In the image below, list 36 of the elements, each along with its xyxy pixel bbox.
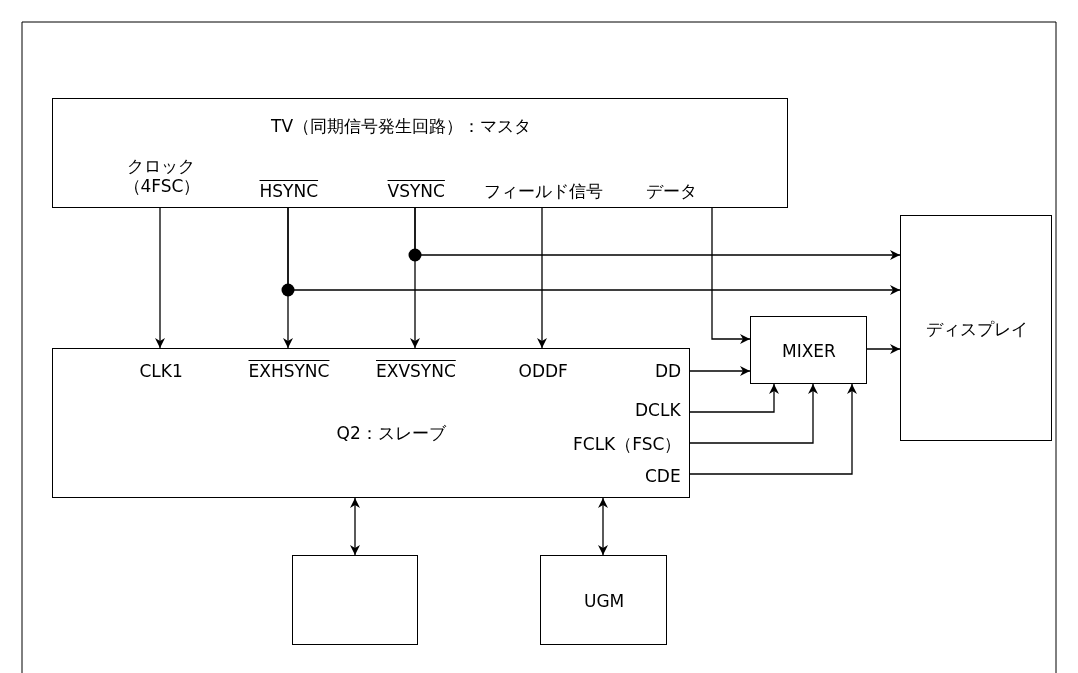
arrow bbox=[537, 207, 547, 349]
box-title: ディスプレイ bbox=[926, 319, 1028, 340]
arrow bbox=[866, 344, 901, 354]
arrow bbox=[689, 383, 818, 444]
block-box bbox=[750, 316, 867, 384]
arrow bbox=[598, 497, 608, 556]
box-title: UGM bbox=[584, 591, 625, 612]
block-box bbox=[900, 215, 1052, 441]
arrow bbox=[155, 207, 165, 349]
pin-label: FCLK（FSC） bbox=[573, 434, 682, 455]
box-title: MIXER bbox=[782, 341, 836, 362]
pin-label: EXHSYNC bbox=[248, 361, 330, 382]
box-title: Q2：スレーブ bbox=[336, 423, 446, 444]
pin-label: DD bbox=[655, 361, 682, 382]
block-box bbox=[292, 555, 418, 645]
pin-label: ODDF bbox=[518, 361, 568, 382]
block-box bbox=[540, 555, 667, 645]
arrow bbox=[689, 383, 779, 413]
pin-label: EXVSYNC bbox=[376, 361, 456, 382]
signal-label: データ bbox=[645, 181, 697, 202]
pin-label: CDE bbox=[645, 466, 681, 487]
arrow bbox=[689, 383, 857, 475]
block-box bbox=[52, 98, 788, 208]
signal-label: クロック（4FSC） bbox=[123, 155, 199, 197]
arrow bbox=[711, 207, 751, 344]
signal-label: フィールド信号 bbox=[483, 181, 603, 202]
block-box bbox=[52, 348, 690, 498]
arrow bbox=[414, 207, 901, 260]
arrow bbox=[689, 366, 751, 376]
arrow bbox=[287, 207, 901, 295]
box-title: TV（同期信号発生回路）：マスタ bbox=[271, 116, 531, 137]
arrow bbox=[350, 497, 360, 556]
signal-label: HSYNC bbox=[259, 181, 319, 202]
pin-label: DCLK bbox=[635, 400, 681, 421]
signal-label: VSYNC bbox=[387, 181, 445, 202]
pin-label: CLK1 bbox=[139, 361, 183, 382]
